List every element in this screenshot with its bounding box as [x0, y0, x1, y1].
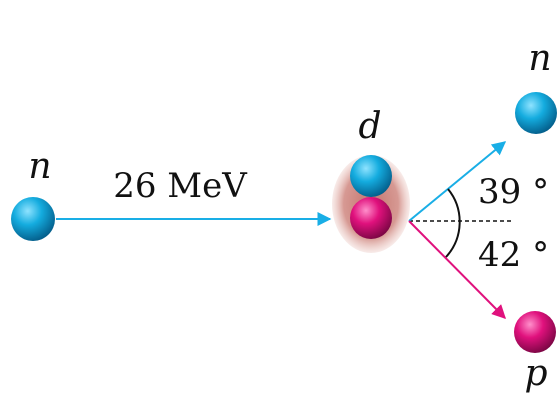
outgoing-proton [514, 311, 556, 353]
deuteron-label: d [358, 106, 381, 147]
incoming-neutron [11, 197, 55, 241]
incoming-neutron-label: n [28, 146, 51, 187]
deuteron-neutron [350, 155, 392, 197]
angle-arc [445, 188, 461, 258]
energy-label: 26 MeV [113, 166, 248, 206]
outgoing-proton-label: p [524, 353, 547, 394]
deuteron-proton [350, 197, 392, 239]
outgoing-neutron-arrow [408, 141, 507, 222]
angle-up-label: 39 ° [478, 172, 549, 212]
outgoing-neutron [515, 92, 557, 134]
angle-down-label: 42 ° [478, 235, 549, 275]
outgoing-proton-arrow [408, 220, 506, 319]
outgoing-neutron-label: n [528, 38, 551, 79]
